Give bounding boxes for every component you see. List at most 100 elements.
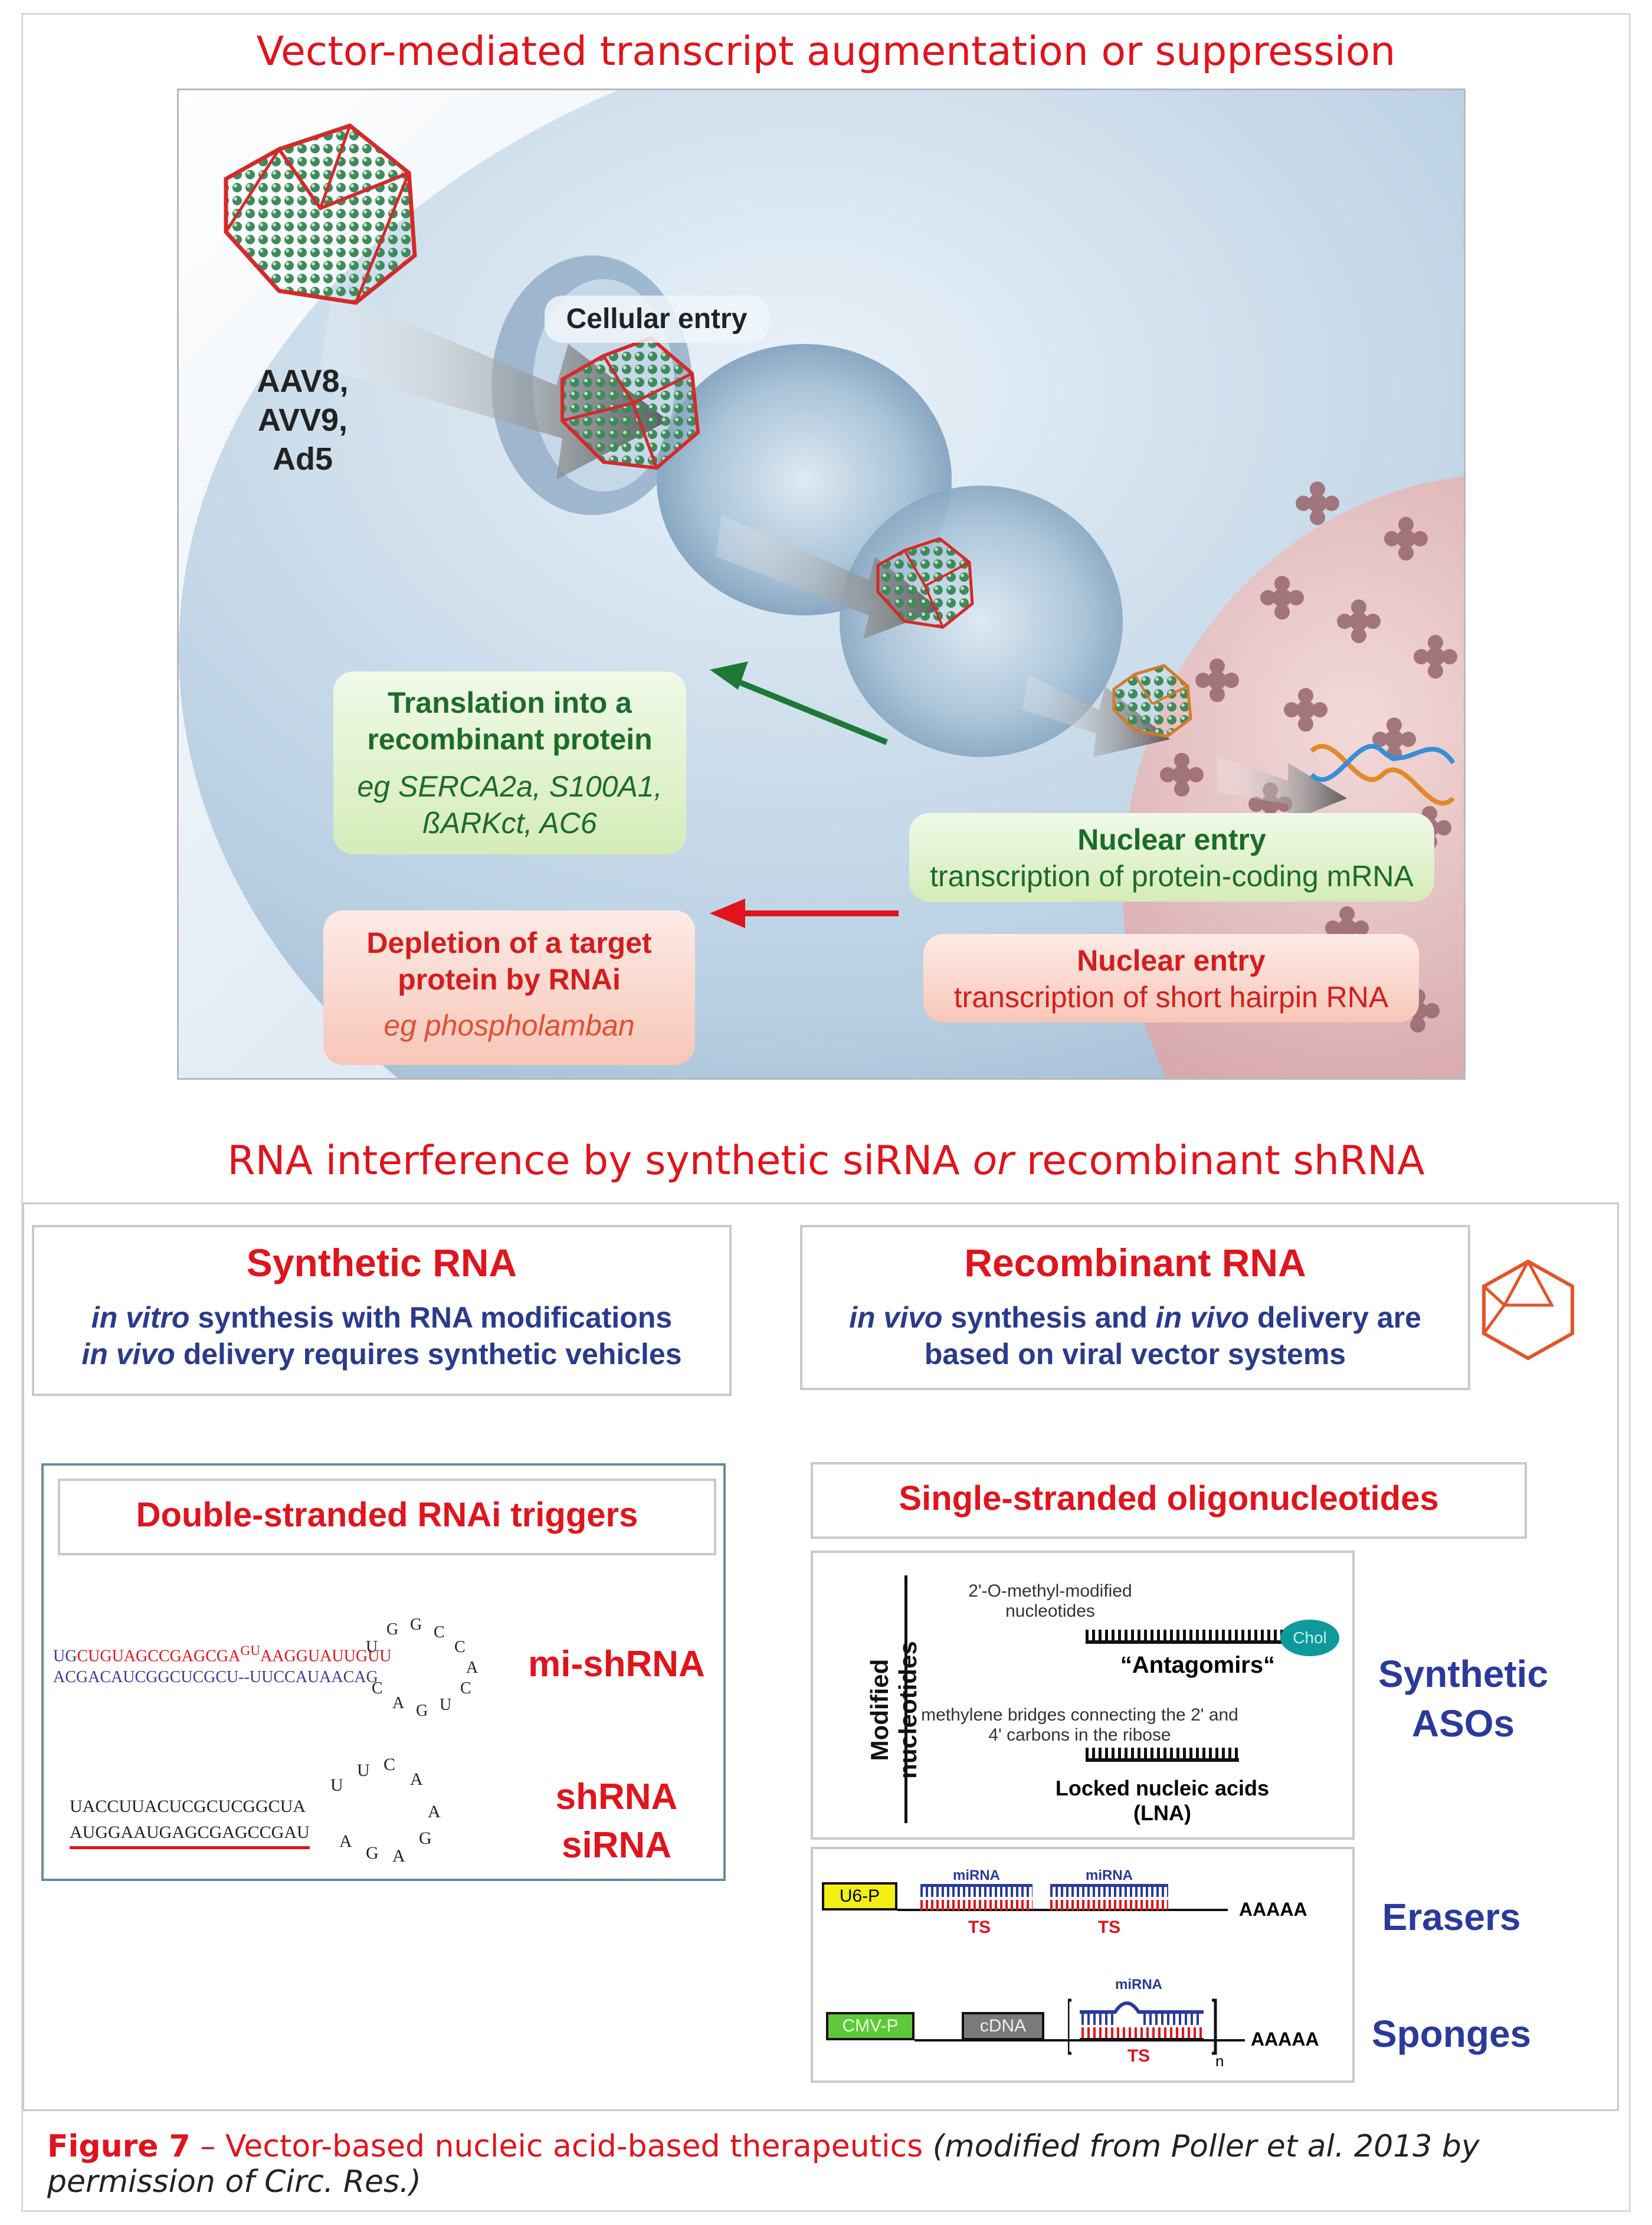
mi-top-a: UG: [53, 1647, 77, 1666]
synthetic-rna-title: Synthetic RNA: [246, 1241, 517, 1284]
cellular-entry-label: Cellular entry: [545, 296, 769, 343]
mi-loop-9: A: [392, 1694, 405, 1712]
synthetic-l1-it: in vitro: [91, 1301, 190, 1334]
methylene-label: methylene bridges connecting the 2' and …: [921, 1705, 1238, 1745]
eraser-polya: AAAAA: [1239, 1899, 1307, 1920]
bottom-title-b: recombinant shRNA: [1014, 1138, 1425, 1184]
chol-tag: Chol: [1280, 1620, 1339, 1656]
ome-label: 2'-O-methyl-modified nucleotides: [968, 1581, 1132, 1621]
capsid-1: [224, 123, 417, 305]
recombinant-l1-it-b: in vivo: [1155, 1301, 1250, 1334]
synthetic-asos-label: Synthetic ASOs: [1363, 1649, 1564, 1748]
mi-shrna-sequence: UGCUGUAGCCGAGCGAGUAAGGUAUUGUU ACGACAUCGG…: [53, 1643, 392, 1687]
recombinant-l1-it-a: in vivo: [849, 1301, 943, 1334]
recombinant-l1-b: delivery are: [1249, 1301, 1421, 1334]
lna-strand: [1086, 1748, 1239, 1762]
recombinant-line-1: in vivo synthesis and in vivo delivery a…: [802, 1299, 1468, 1336]
dna-helix-icon: [1310, 743, 1456, 806]
shrna-label-1: shRNA: [555, 1777, 678, 1817]
synthetic-rna-card: Synthetic RNA in vitro synthesis with RN…: [32, 1225, 732, 1396]
sh-loop-7: G: [366, 1843, 379, 1863]
sponge-ts: TS: [1127, 2046, 1150, 2066]
mi-top-b: CUGUAGCCGAGCGA: [77, 1647, 241, 1666]
synthetic-line-2: in vivo delivery requires synthetic vehi…: [34, 1336, 729, 1372]
vector-avv9: AVV9,: [257, 402, 348, 438]
nuclear-entry-2: Nuclear entry: [1077, 944, 1266, 977]
sh-loop-1: U: [357, 1761, 370, 1780]
synthetic-l1: synthesis with RNA modifications: [189, 1301, 673, 1334]
mi-bot-a: AC: [53, 1668, 76, 1687]
sh-loop-5: G: [419, 1829, 432, 1848]
shrna-label-2: siRNA: [561, 1825, 672, 1866]
red-arrow: [710, 899, 899, 928]
ds-title-card: Double-stranded RNAi triggers: [58, 1479, 716, 1555]
modified-nucleotides-axis: Modified nucleotides: [866, 1641, 922, 1779]
cmv-promoter: CMV-P: [826, 2012, 914, 2040]
aso-label-2: ASOs: [1411, 1702, 1515, 1745]
rnai-panel: [22, 1202, 1619, 2111]
mi-bot-b: GACAUCGGCUCGCU--UUCCAUAACAG: [76, 1668, 378, 1687]
caption-fig: Figure 7: [47, 2129, 191, 2164]
translation-box: Translation into a recombinant protein e…: [333, 671, 686, 854]
translation-title: Translation into a recombinant protein: [367, 686, 653, 756]
depletion-title: Depletion of a target protein by RNAi: [366, 926, 652, 996]
sponge-site-graphic: [1068, 1998, 1217, 2055]
eraser-mirna-strand-1: [920, 1884, 1032, 1897]
synthetic-line-1: in vitro synthesis with RNA modification…: [34, 1299, 729, 1336]
caption-cite: (modified from Poller et al. 2013 by per…: [47, 2129, 1480, 2200]
vector-scene: AAV8, AVV9, Ad5 Cellular entry Translati…: [177, 89, 1466, 1080]
mi-top-c: GU: [240, 1643, 261, 1659]
sponge-polya: AAAAA: [1251, 2029, 1319, 2050]
bottom-title-or: or: [972, 1138, 1014, 1184]
mi-loop-10: C: [372, 1679, 383, 1698]
figure-frame: [21, 13, 1631, 2212]
bottom-title-a: RNA interference by synthetic siRNA: [227, 1138, 973, 1184]
viral-capsid-icon: [1482, 1259, 1574, 1361]
sh-loop-3: A: [410, 1769, 423, 1789]
depletion-box: Depletion of a target protein by RNAi eg…: [323, 910, 695, 1065]
erasers-label: Erasers: [1382, 1896, 1521, 1938]
eraser-ts-strand-1: [920, 1900, 1032, 1911]
depletion-eg: eg phospholamban: [384, 1009, 635, 1042]
sh-loop-2: C: [384, 1758, 395, 1774]
mi-top-d: AAGGUAUUGUU: [260, 1647, 392, 1666]
mi-loop-4: C: [454, 1638, 466, 1656]
mi-loop-7: U: [440, 1696, 451, 1714]
eraser-mirna-strand-2: [1050, 1884, 1168, 1897]
eraser-ts-2: TS: [1097, 1918, 1121, 1937]
capsid-2: [560, 336, 700, 470]
u6-promoter: U6-P: [822, 1882, 897, 1911]
synthetic-l2: delivery requires synthetic vehicles: [175, 1338, 682, 1371]
sh-loop-0: U: [330, 1775, 343, 1795]
top-title: Vector-mediated transcript augmentation …: [256, 28, 1396, 75]
nuclear-entry-1: Nuclear entry: [1077, 823, 1266, 856]
sh-top: UACCUUACUCGCUCGGCUA: [70, 1797, 306, 1816]
nuclear-entry-mrna-box: Nuclear entry transcription of protein-c…: [909, 813, 1434, 902]
mi-loop-1: G: [386, 1620, 398, 1639]
sh-loop-4: A: [428, 1802, 441, 1821]
vector-ad5: Ad5: [272, 441, 333, 477]
shrna-loop: U U C A A G A G A: [330, 1758, 441, 1866]
eraser-mirna-1: miRNA: [952, 1867, 1000, 1883]
mi-loop-6: C: [460, 1679, 471, 1698]
lna-label: Locked nucleic acids (LNA): [1055, 1776, 1270, 1825]
figure-caption: Figure 7 – Vector-based nucleic acid-bas…: [47, 2129, 1628, 2200]
dna-arrow: [1217, 757, 1347, 822]
eraser-mirna-2: miRNA: [1085, 1867, 1133, 1883]
eraser-ts-strand-2: [1050, 1900, 1168, 1911]
green-arrow: [710, 661, 888, 745]
mi-loop-0: U: [366, 1638, 378, 1656]
nuclear-entry-2-sub: transcription of short hairpin RNA: [953, 981, 1389, 1014]
ds-title: Double-stranded RNAi triggers: [136, 1496, 638, 1534]
recombinant-rna-card: Recombinant RNA in vivo synthesis and in…: [800, 1225, 1470, 1390]
sponge-n: n: [1215, 2052, 1224, 2070]
capsid-4: [1112, 664, 1192, 738]
modified-nucleotides-box: [811, 1551, 1355, 1840]
antagomir-strand: [1086, 1630, 1286, 1644]
shrna-sequence: UACCUUACUCGCUCGGCUA AUGGAAUGAGCGAGCCGAU: [70, 1797, 310, 1849]
eraser-ts-1: TS: [968, 1918, 991, 1937]
axis-line: [904, 1575, 907, 1823]
cdna-block: cDNA: [962, 2012, 1044, 2040]
sponges-label: Sponges: [1371, 2013, 1532, 2055]
antagomirs-label: “Antagomirs“: [1120, 1652, 1276, 1678]
